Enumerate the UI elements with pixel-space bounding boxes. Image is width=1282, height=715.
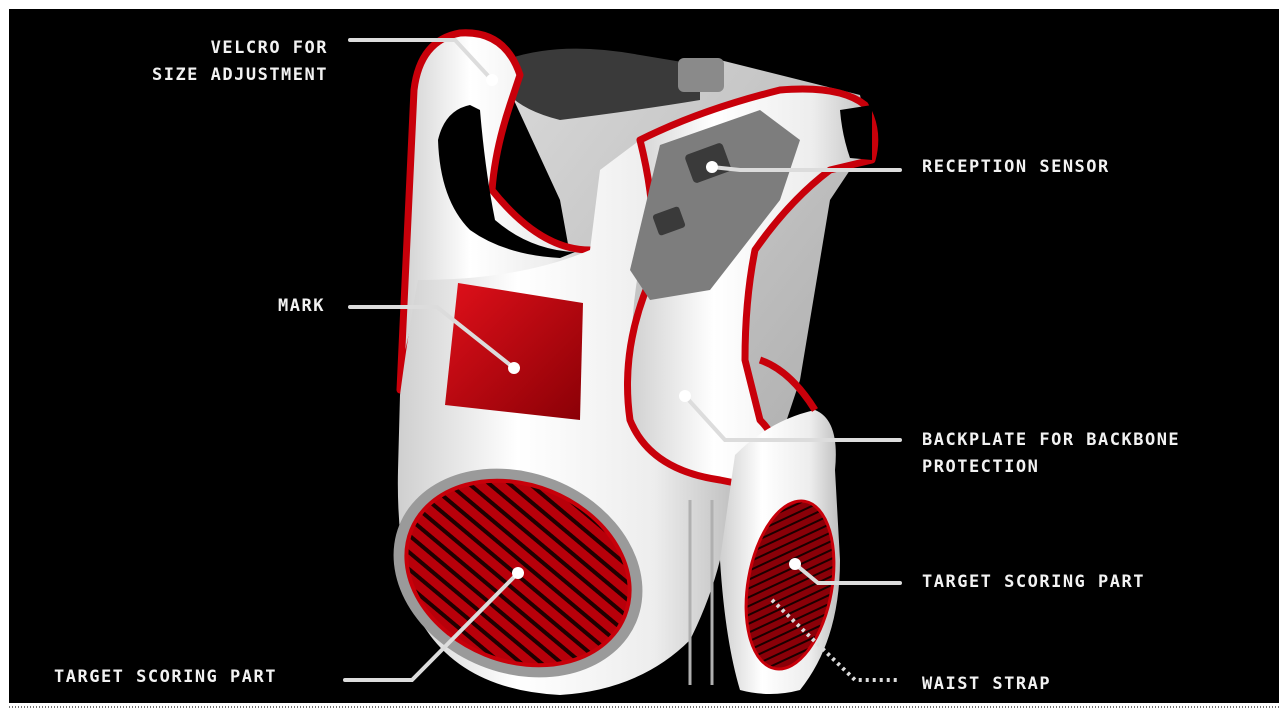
buckle bbox=[678, 58, 724, 92]
chest-protector-illustration bbox=[9, 9, 1279, 703]
label-waist-strap: WAIST STRAP bbox=[922, 671, 1051, 698]
anchor-velcro bbox=[486, 74, 498, 86]
label-backplate: BACKPLATE FOR BACKBONE PROTECTION bbox=[922, 427, 1180, 481]
label-reception-sensor-text: RECEPTION SENSOR bbox=[922, 154, 1110, 181]
label-waist-strap-text: WAIST STRAP bbox=[922, 671, 1051, 698]
label-mark-text: MARK bbox=[278, 293, 325, 320]
label-target-left-text: TARGET SCORING PART bbox=[54, 664, 277, 691]
label-target-right-text: TARGET SCORING PART bbox=[922, 569, 1145, 596]
anchor-backplate bbox=[679, 390, 691, 402]
label-target-right: TARGET SCORING PART bbox=[922, 569, 1145, 596]
anchor-target-left bbox=[512, 567, 524, 579]
label-backplate-line1: BACKPLATE FOR BACKBONE bbox=[922, 427, 1180, 454]
label-reception-sensor: RECEPTION SENSOR bbox=[922, 154, 1110, 181]
label-backplate-line2: PROTECTION bbox=[922, 454, 1180, 481]
label-velcro-line2: SIZE ADJUSTMENT bbox=[152, 62, 328, 89]
bottom-dotted-rule bbox=[9, 706, 1279, 708]
label-velcro-line1: VELCRO FOR bbox=[152, 35, 328, 62]
anchor-mark bbox=[508, 362, 520, 374]
diagram-canvas: VELCRO FOR SIZE ADJUSTMENT RECEPTION SEN… bbox=[9, 9, 1279, 703]
label-velcro: VELCRO FOR SIZE ADJUSTMENT bbox=[152, 35, 328, 89]
label-target-left: TARGET SCORING PART bbox=[54, 664, 277, 691]
label-mark: MARK bbox=[278, 293, 325, 320]
anchor-reception bbox=[706, 161, 718, 173]
anchor-target-right bbox=[789, 558, 801, 570]
mark-patch bbox=[445, 283, 583, 420]
